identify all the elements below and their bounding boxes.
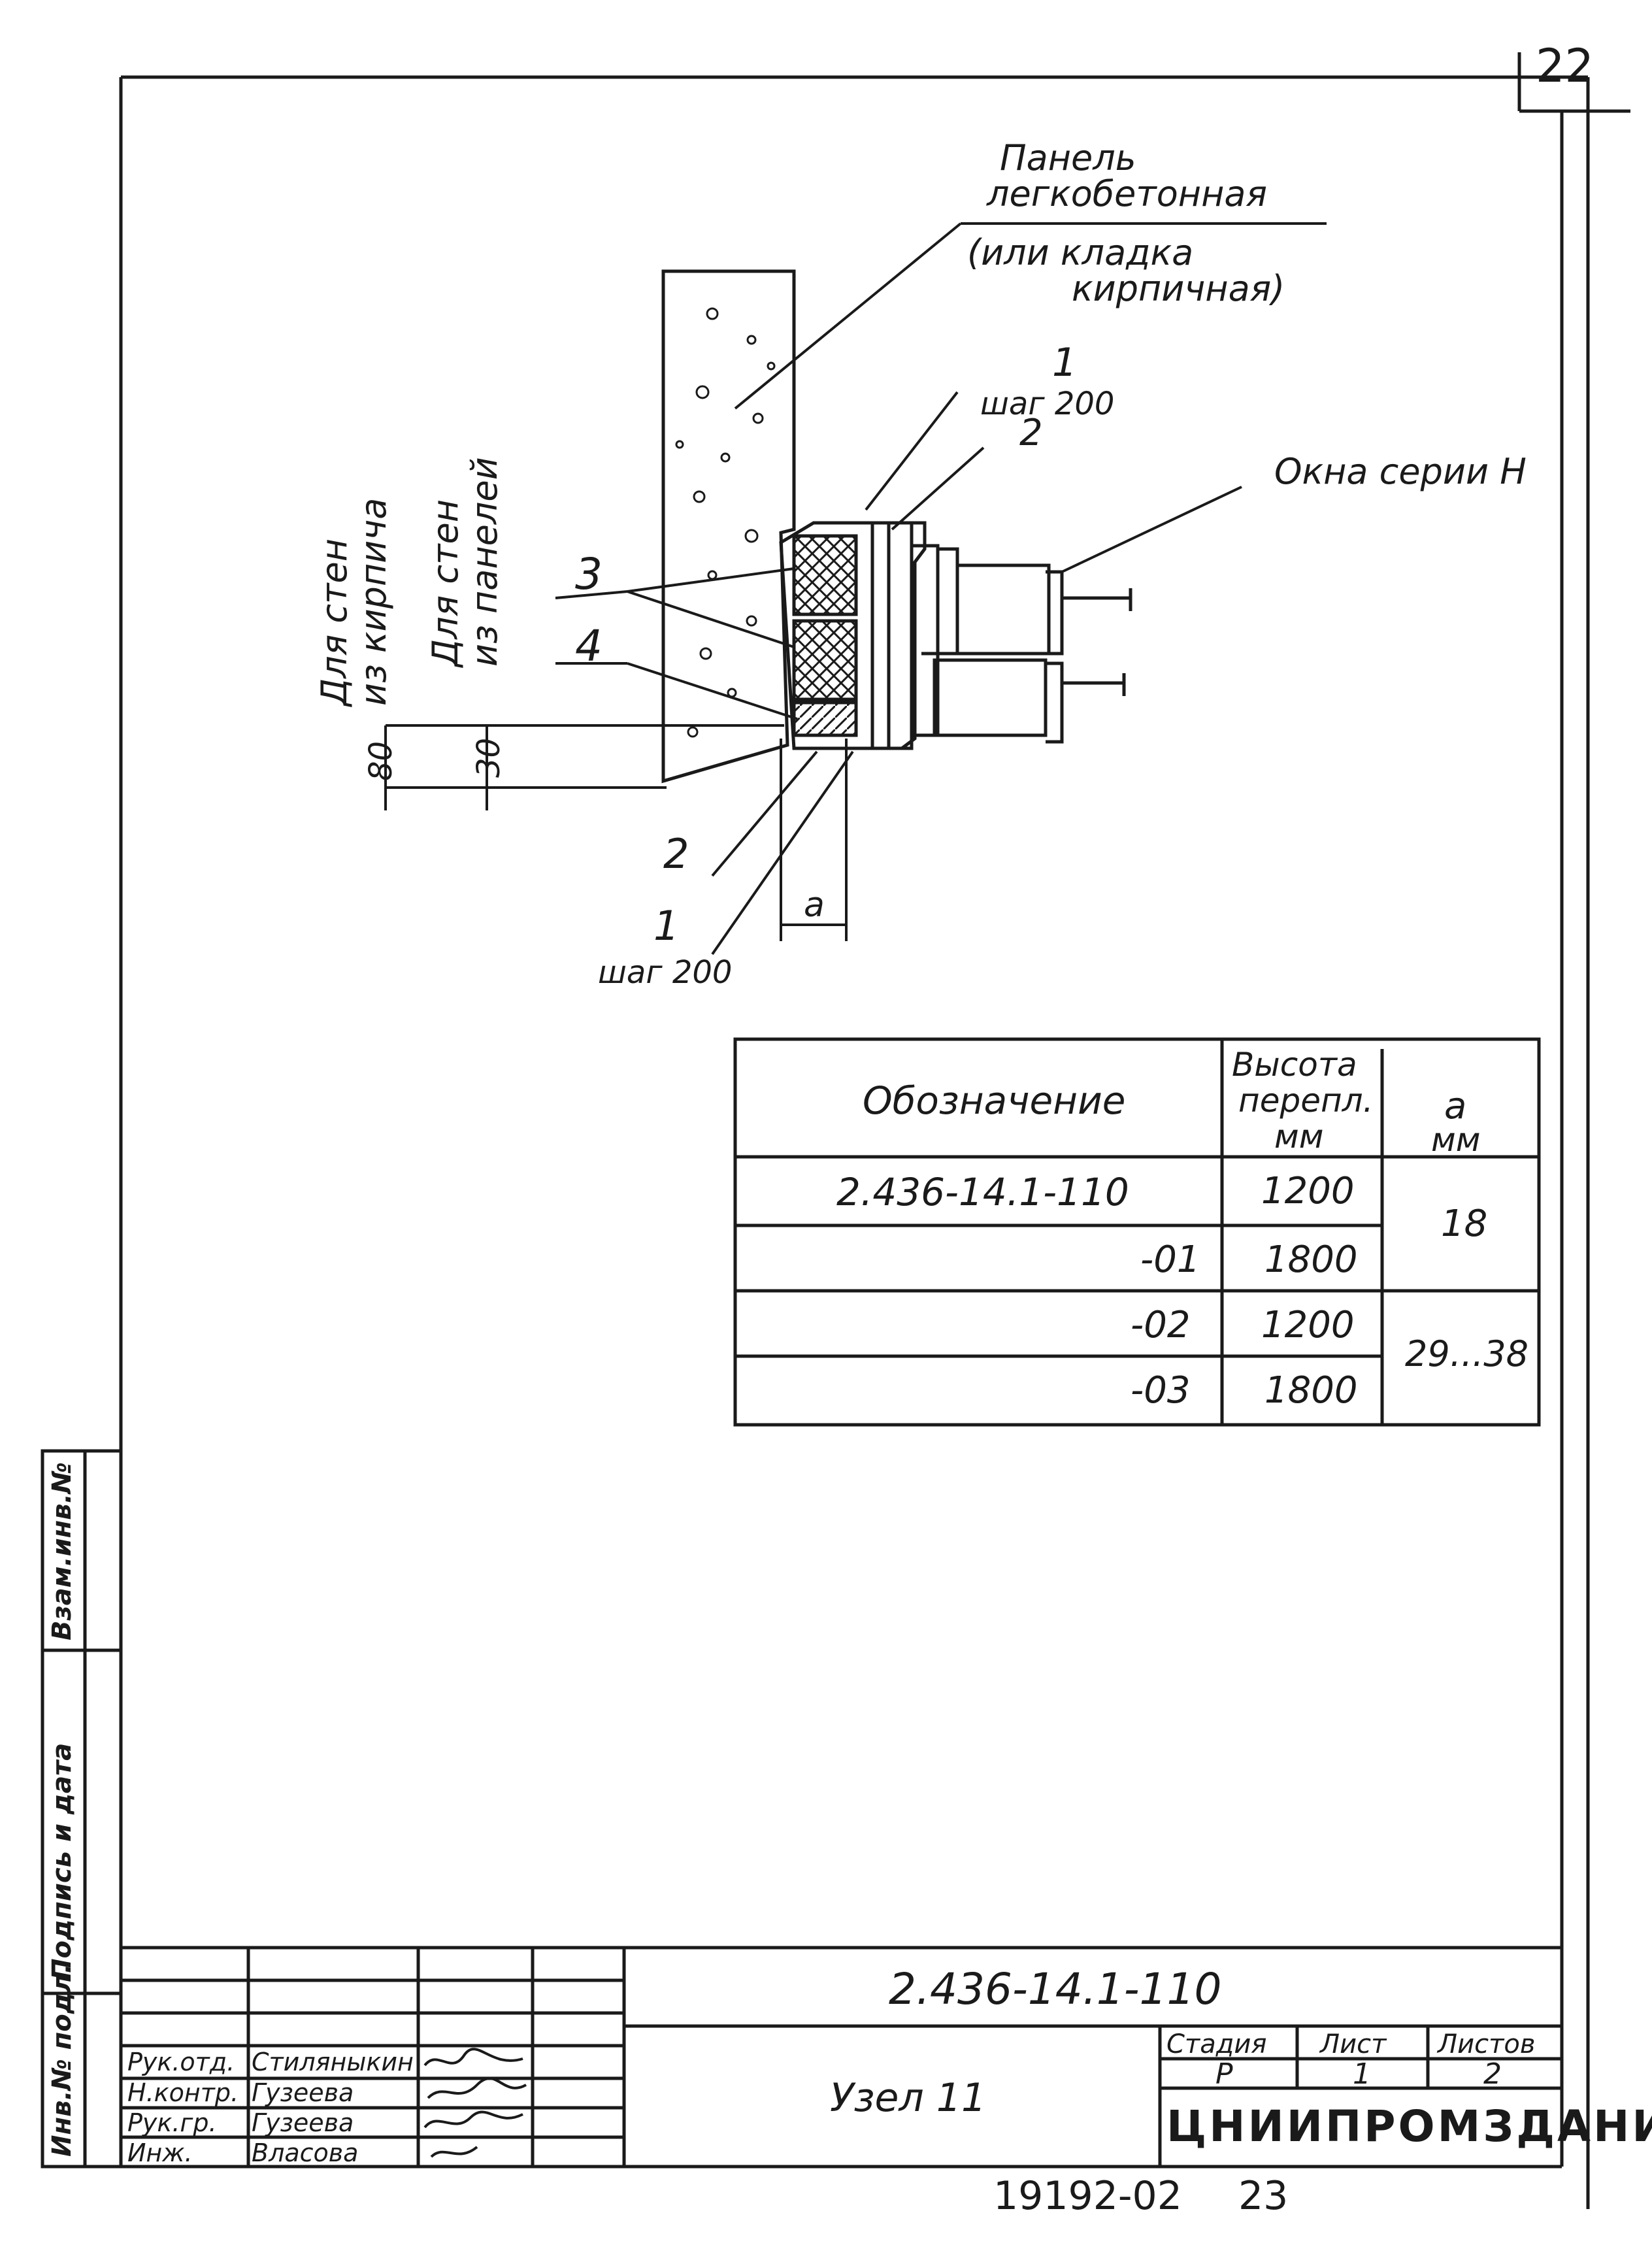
- archive-number: 19192-02: [993, 2173, 1182, 2219]
- footer-page-number: 23: [1238, 2173, 1289, 2219]
- label-brick-line2: из кирпича: [353, 497, 394, 706]
- label-1-top: 1: [1052, 340, 1078, 386]
- label-3: 3: [575, 549, 603, 599]
- table-a-value-1: 29...38: [1405, 1333, 1528, 1374]
- sheets-label: Листов: [1438, 2029, 1536, 2059]
- table-row-1-designation: -01: [1140, 1239, 1200, 1281]
- table-row-2-height: 1200: [1261, 1304, 1355, 1346]
- sheet-label: Лист: [1320, 2029, 1387, 2059]
- label-panel-line4: кирпичная): [1072, 268, 1285, 309]
- table-header-height-l1: Высота: [1232, 1046, 1357, 1084]
- table-header-a-l2: мм: [1431, 1121, 1481, 1159]
- side-stamp-podpis: Подпись и дата: [47, 1742, 77, 1980]
- staff-role-2: Рук.гр.: [127, 2108, 217, 2137]
- table-header-a-l1: a: [1444, 1085, 1467, 1127]
- label-1-bottom: 1: [653, 902, 680, 950]
- label-step-top: шаг 200: [980, 386, 1115, 422]
- signatures: [423, 2048, 527, 2158]
- label-windows: Окна серии Н: [1274, 451, 1527, 492]
- table-row-2-designation: -02: [1131, 1304, 1191, 1346]
- table-row-1-height: 1800: [1264, 1239, 1358, 1281]
- side-stamp-grid: [41, 1449, 123, 2169]
- sheets-value: 2: [1483, 2057, 1502, 2091]
- label-4: 4: [575, 621, 603, 671]
- leader-lines: [555, 222, 1327, 956]
- table-row-0-designation: 2.436-14.1-110: [836, 1170, 1129, 1214]
- dim-80: 80: [363, 740, 399, 781]
- dimension-lines: [384, 724, 848, 941]
- label-brick-line1: Для стен: [314, 538, 355, 706]
- staff-role-0: Рук.отд.: [127, 2048, 235, 2076]
- staff-name-2: Гузеева: [252, 2108, 354, 2137]
- stage-label: Стадия: [1166, 2029, 1267, 2059]
- stage-value: Р: [1215, 2057, 1233, 2091]
- label-2-top: 2: [1019, 412, 1043, 454]
- label-panel-wall-line1: Для стен: [425, 499, 466, 667]
- sheet-frame: [85, 52, 1630, 2209]
- staff-name-0: Стиляныкин: [252, 2048, 414, 2076]
- table-row-0-height: 1200: [1261, 1170, 1355, 1212]
- label-panel-line1: Панель: [1000, 137, 1136, 178]
- side-stamp-vzam: Взам.инв.№: [47, 1462, 77, 1640]
- label-panel-line2: легкобетонная: [987, 173, 1267, 214]
- sheet-value: 1: [1353, 2057, 1371, 2091]
- doc-code: 2.436-14.1-110: [889, 1964, 1222, 2014]
- staff-role-1: Н.контр.: [127, 2078, 239, 2107]
- concrete-panel: [661, 269, 796, 784]
- label-step-bottom: шаг 200: [598, 954, 733, 991]
- table-header-height-l3: мм: [1274, 1118, 1324, 1156]
- table-header-height-l2: перепл.: [1238, 1082, 1374, 1120]
- table-header-designation: Обозначение: [863, 1078, 1126, 1123]
- table-a-value-0: 18: [1441, 1203, 1488, 1245]
- seal-fillings: [779, 521, 914, 750]
- staff-name-1: Гузеева: [252, 2078, 354, 2107]
- staff-name-3: Власова: [252, 2138, 359, 2167]
- staff-role-3: Инж.: [127, 2138, 193, 2167]
- spec-table-grid: [733, 1037, 1541, 1427]
- label-panel-line3: (или кладка: [967, 232, 1194, 273]
- dim-a: a: [804, 886, 825, 925]
- table-row-3-height: 1800: [1264, 1369, 1358, 1412]
- organization-name: ЦНИИПРОМЗДАНИЙ: [1166, 2101, 1652, 2152]
- drawing-name: Узел 11: [830, 2075, 987, 2121]
- table-row-3-designation: -03: [1131, 1369, 1191, 1412]
- window-frame: [869, 521, 1132, 750]
- label-panel-wall-line2: из панелей: [464, 457, 505, 667]
- dim-30: 30: [471, 737, 507, 778]
- side-stamp-inv: Инв.№ подл.: [47, 1963, 77, 2157]
- title-block-grid: [121, 1946, 1562, 2167]
- page-number-top: 22: [1536, 39, 1594, 93]
- label-2-bottom: 2: [663, 830, 689, 878]
